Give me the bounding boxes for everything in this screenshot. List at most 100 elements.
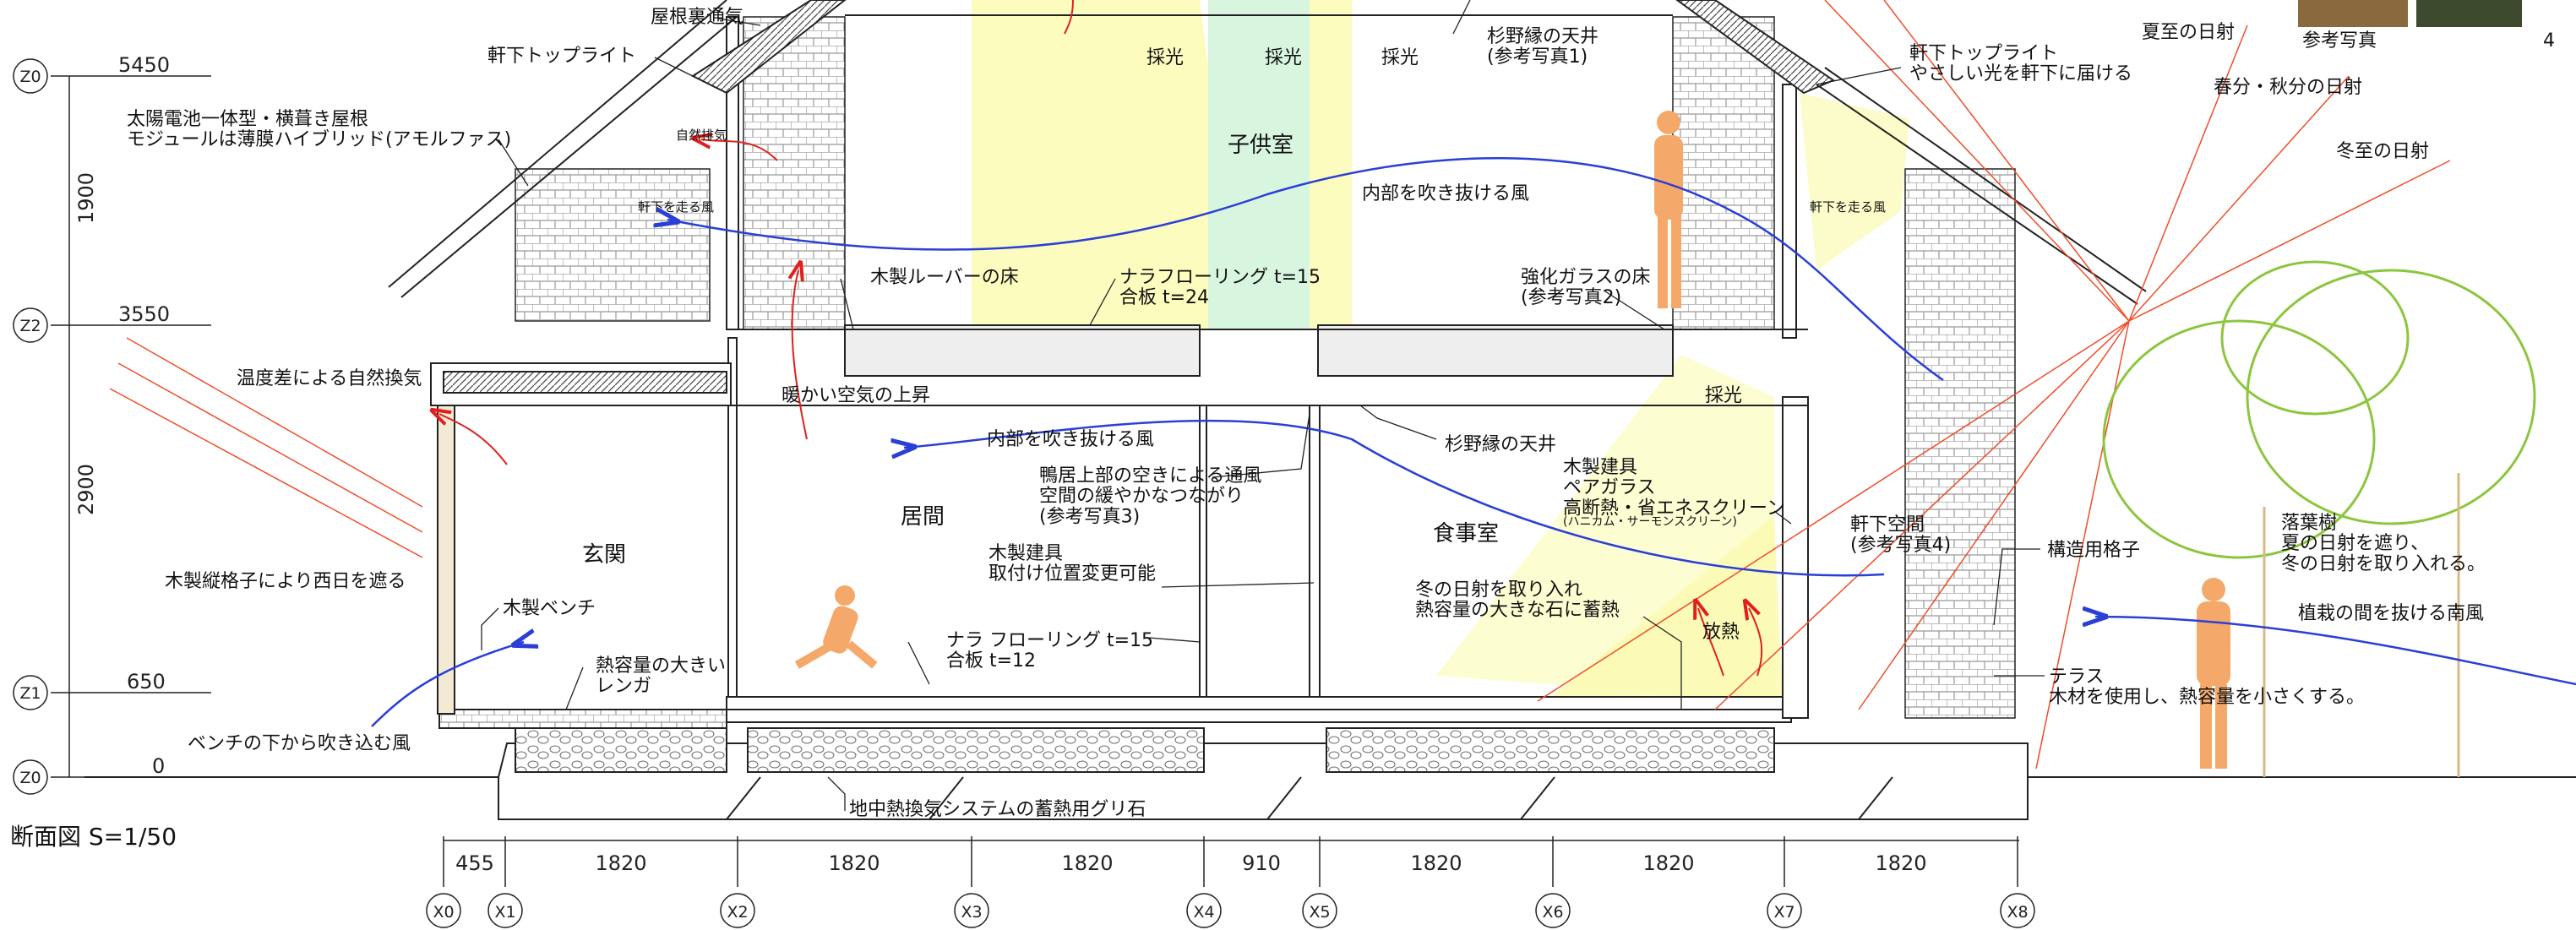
foundation xyxy=(498,727,2029,820)
grid-axis-markers: X0 X1 X2 X3 X4 X5 X6 X7 X8 xyxy=(426,893,2035,928)
upper-floor-slab xyxy=(430,324,1808,406)
human-figures xyxy=(794,111,2230,769)
room-entrance: 玄関 xyxy=(582,542,626,568)
sun-summer-label: 夏至の日射 xyxy=(2142,22,2235,43)
sun-lines xyxy=(109,0,2451,770)
note-wood-bench: 木製ベンチ xyxy=(503,598,596,619)
drawing-title: 断面図 S=1/50 xyxy=(10,823,177,851)
grid-spacing-2: 1820 xyxy=(828,851,880,875)
grid-axis-x7: X7 xyxy=(1773,903,1794,922)
note-natural-exhaust: 自然排気 xyxy=(676,128,727,143)
note-terrace: テラス木材を使用し、熱容量を小さくする。 xyxy=(2049,666,2365,708)
grid-axis-x5: X5 xyxy=(1309,903,1330,922)
vertical-dim-2900: 2900 xyxy=(74,464,98,515)
brick-panels xyxy=(515,16,2016,719)
room-labels: 玄関 居間 食事室 子供室 xyxy=(582,133,1499,568)
grid-spacing-1: 1820 xyxy=(595,851,646,875)
reference-photo-thumbnail-2 xyxy=(2416,0,2522,27)
note-solar-roof: 太陽電池一体型・横葺き屋根モジュールは薄膜ハイブリッド(アモルファス) xyxy=(127,109,511,150)
roofs xyxy=(388,0,2147,305)
note-structural-lattice: 構造用格子 xyxy=(2047,540,2140,561)
level-id-z0: Z0 xyxy=(19,769,41,787)
grid-axis-x3: X3 xyxy=(961,903,982,922)
note-wood-fittings-movable: 木製建具取付け位置変更可能 xyxy=(988,543,1156,585)
grid-axis-x4: X4 xyxy=(1193,903,1214,922)
grid-spacing-3: 1820 xyxy=(1061,851,1113,875)
warm-air-arrows xyxy=(439,0,1763,677)
note-through-wind-upper: 内部を吹き抜ける風 xyxy=(1362,183,1529,204)
note-south-wind: 植栽の間を抜ける南風 xyxy=(2298,603,2484,624)
level-value-z1: 650 xyxy=(127,670,166,693)
level-marker-z3: Z0 5450 xyxy=(13,53,170,94)
room-kids: 子供室 xyxy=(1228,133,1293,158)
level-marker-z0: Z0 0 xyxy=(13,754,165,795)
note-eave-space: 軒下空間(参考写真4) xyxy=(1850,514,1951,556)
daylight-zones xyxy=(972,0,1909,701)
sun-winter-label: 冬至の日射 xyxy=(2336,141,2429,162)
note-through-wind-lower: 内部を吹き抜ける風 xyxy=(987,429,1154,450)
daylight-zone-dining-2 xyxy=(1436,355,1774,701)
reference-photo-thumbnail xyxy=(2298,0,2408,27)
note-daylight-2: 採光 xyxy=(1265,47,1302,68)
grid-axis-x8: X8 xyxy=(2007,903,2028,922)
note-eave-toplight: 軒下トップライト xyxy=(487,46,636,67)
leader-lines xyxy=(481,0,2045,811)
note-winter-sun-storage: 冬の日射を取り入れ熱容量の大きな石に蓄熱 xyxy=(1415,579,1620,621)
note-cedar-ceiling-lower: 杉野縁の天井 xyxy=(1445,434,1556,455)
daylight-zone-right-eave xyxy=(1800,93,1909,270)
figure-jumping xyxy=(794,585,878,669)
level-value-z0: 0 xyxy=(152,754,165,778)
note-eave-wind-left: 軒下を走る風 xyxy=(638,199,714,215)
level-marker-z1: Z1 650 xyxy=(13,670,166,710)
elevation-axis xyxy=(51,75,211,778)
level-id-z3: Z0 xyxy=(19,68,41,86)
grid-spacing-7: 1820 xyxy=(1875,851,1926,875)
deciduous-tree xyxy=(2102,260,2536,777)
grid-spacing-6: 1820 xyxy=(1642,851,1694,875)
figure-terrace xyxy=(2197,578,2230,769)
note-bench-wind: ベンチの下から吹き込む風 xyxy=(188,733,411,754)
ground-floor-slab xyxy=(438,696,1792,729)
vertical-dim-1900: 1900 xyxy=(74,172,98,224)
room-dining: 食事室 xyxy=(1433,521,1499,547)
page-number: 4 xyxy=(2543,30,2555,52)
level-value-z3: 5450 xyxy=(118,53,170,77)
grid-axis-x2: X2 xyxy=(727,903,748,922)
figure-upper xyxy=(1654,111,1683,308)
level-id-z2: Z2 xyxy=(19,317,41,335)
note-deciduous-tree: 落葉樹夏の日射を遮り、冬の日射を取り入れる。 xyxy=(2281,513,2486,574)
note-west-sun-lattice: 木製縦格子により西日を遮る xyxy=(165,571,406,592)
sun-angle-labels: 夏至の日射 春分・秋分の日射 冬至の日射 xyxy=(2142,22,2429,162)
reference-photo-label: 参考写真 xyxy=(2302,30,2377,52)
grid-spacing-labels: 455 1820 1820 1820 910 1820 1820 1820 xyxy=(455,851,1926,875)
grid-spacing-4: 910 xyxy=(1242,851,1281,875)
grid-axis-x6: X6 xyxy=(1542,903,1563,922)
note-honeycomb: (ハニカム・サーモンスクリーン) xyxy=(1563,515,1737,529)
note-wood-fittings-dining: 木製建具ペアガラス高断熱・省エネスクリーン xyxy=(1563,457,1785,519)
grid-axis xyxy=(443,836,2019,887)
grid-axis-x0: X0 xyxy=(433,903,454,922)
sun-equinox-label: 春分・秋分の日射 xyxy=(2214,77,2362,98)
note-heat-release: 放熱 xyxy=(1702,622,1740,643)
grid-axis-x1: X1 xyxy=(494,903,515,922)
note-eave-wind-right: 軒下を走る風 xyxy=(1810,199,1886,215)
note-daylight-1: 採光 xyxy=(1146,47,1184,68)
note-daylight-4: 採光 xyxy=(1705,385,1742,406)
note-attic-vent: 屋根裏通気 xyxy=(651,7,743,28)
note-lintel-gap: 鴨居上部の空きによる通風空間の緩やかなつながり(参考写真3) xyxy=(1039,465,1261,527)
annotations: 屋根裏通気 軒下トップライト 太陽電池一体型・横葺き屋根モジュールは薄膜ハイブリ… xyxy=(127,7,2486,820)
note-natural-vent-temp: 温度差による自然換気 xyxy=(237,368,422,389)
room-living: 居間 xyxy=(901,504,945,530)
level-markers: Z0 5450 Z2 3550 Z1 650 Z0 0 xyxy=(13,53,170,795)
daylight-zone-kids xyxy=(972,0,1352,329)
level-id-z1: Z1 xyxy=(19,684,41,703)
note-brick-thermal: 熱容量の大きいレンガ xyxy=(596,655,726,697)
note-daylight-3: 採光 xyxy=(1381,47,1419,68)
wind-arrows xyxy=(371,157,2576,727)
note-warm-air-rise: 暖かい空気の上昇 xyxy=(782,385,930,406)
note-geothermal: 地中熱換気システムの蓄熱用グリ石 xyxy=(849,799,1146,820)
glass-shaft xyxy=(1208,0,1310,329)
